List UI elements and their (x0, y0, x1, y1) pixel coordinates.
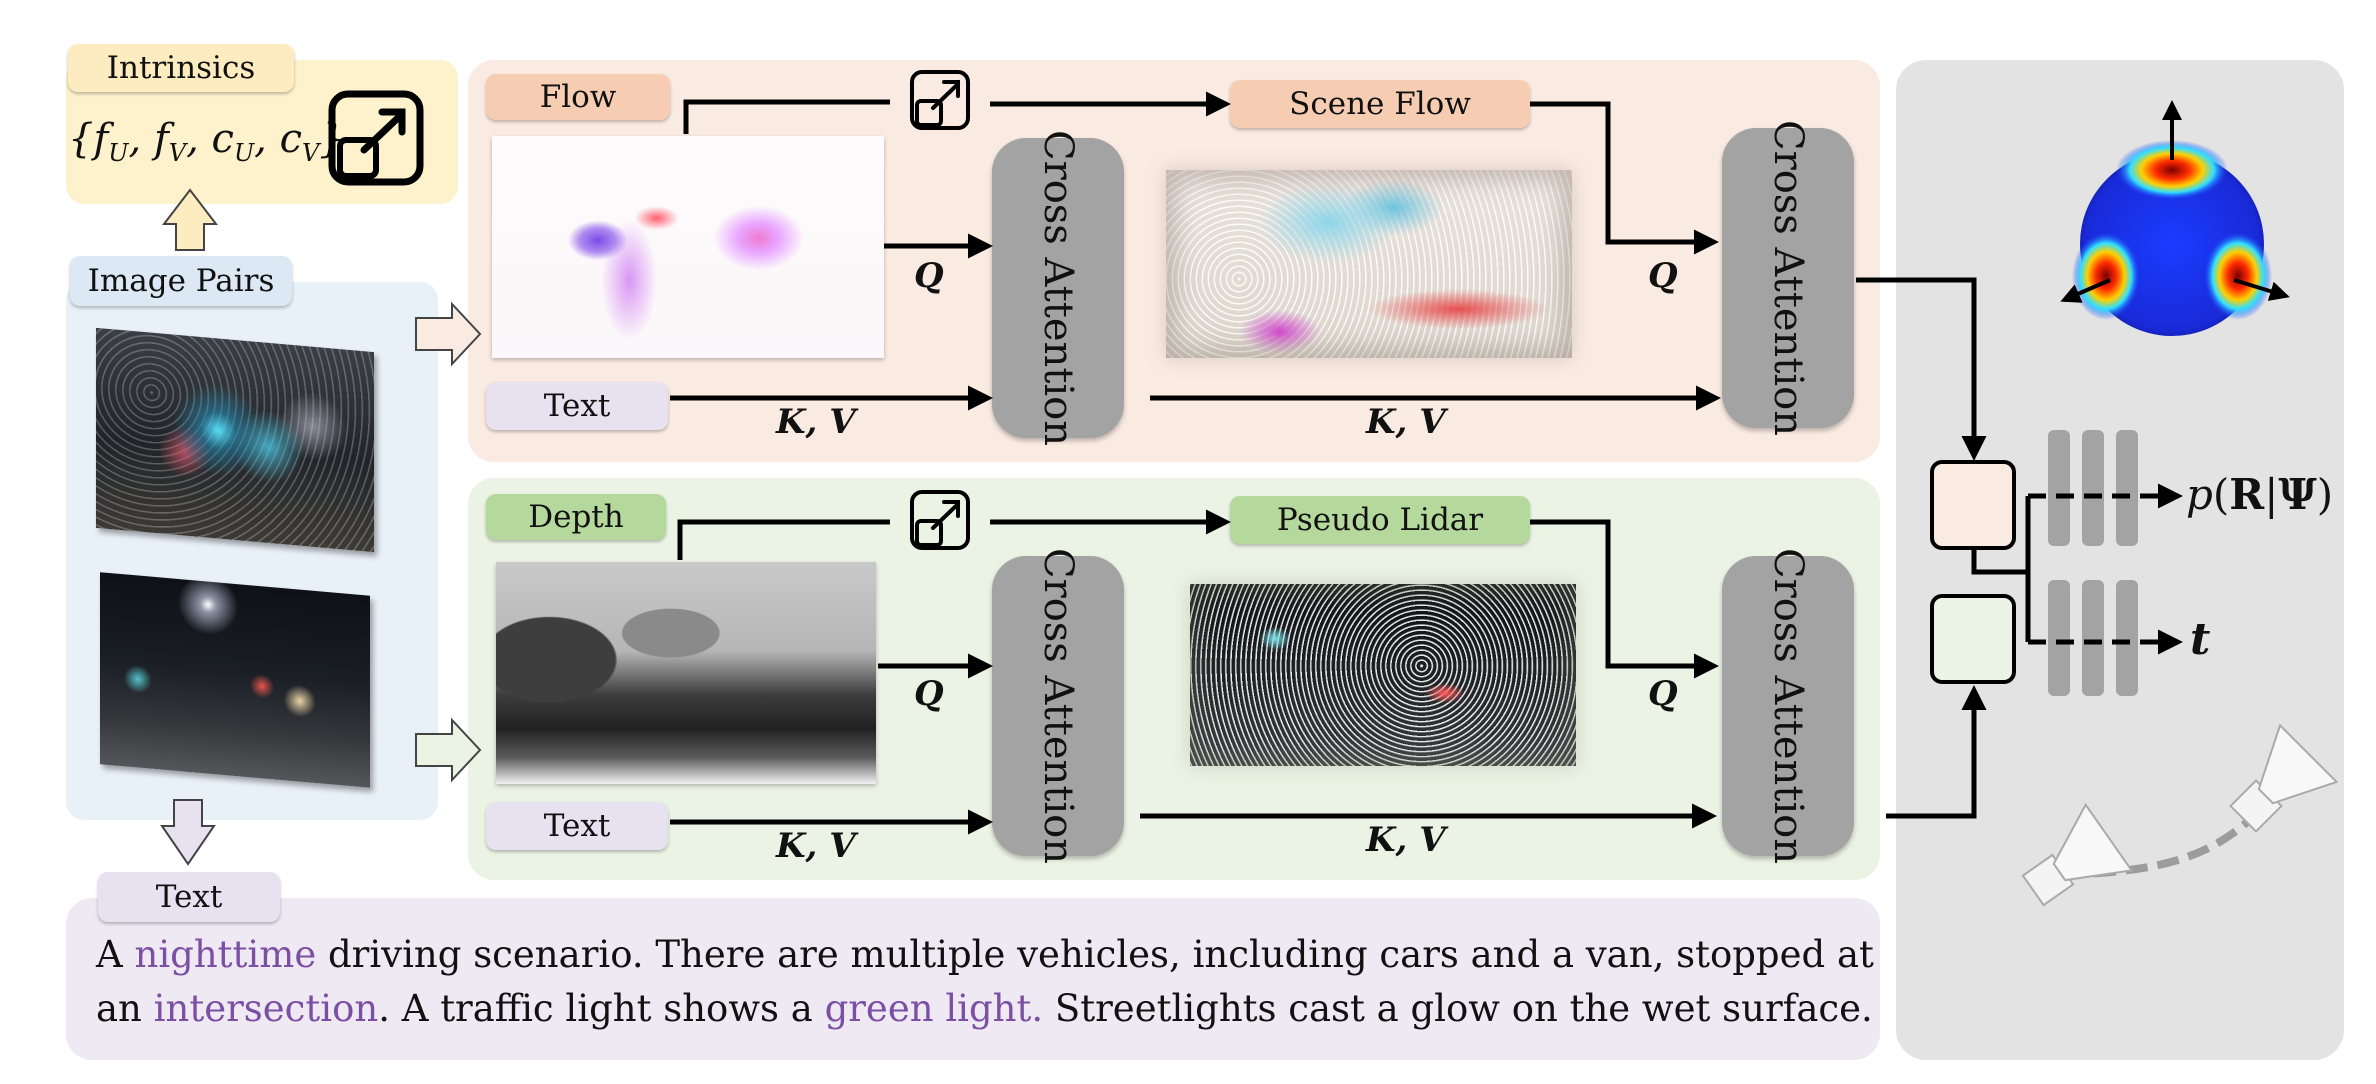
intrinsics-transform-icon (328, 90, 424, 186)
caption-highlight: nighttime (134, 933, 317, 976)
formula-sep: , (254, 116, 280, 162)
rot-psi: Ψ (2278, 470, 2317, 519)
depth-kv-label-1: K, V (776, 826, 856, 866)
formula-c: c (211, 116, 234, 162)
formula-f: f (153, 116, 169, 162)
formula-sep: , (128, 116, 154, 162)
text-label-bottom: Text (98, 872, 280, 922)
caption-segment: . A traffic light shows a (378, 987, 825, 1030)
flow-input-label: Flow (486, 74, 670, 120)
depth-text-label: Text (486, 802, 668, 850)
formula-sub: U (233, 139, 255, 167)
formula-sub: V (168, 139, 187, 167)
rotation-output-label: p(R|Ψ) (2186, 470, 2333, 519)
translation-output-label: t (2190, 614, 2211, 665)
rot-R: R (2229, 470, 2265, 519)
flow-q-label-2: Q (1648, 256, 1678, 296)
optical-flow-image (492, 136, 884, 358)
image-pairs-label: Image Pairs (70, 256, 292, 306)
formula-sep: , (186, 116, 212, 162)
rot-p: p (2186, 470, 2213, 519)
depth-feature-box (1930, 594, 2016, 684)
pseudo-lidar-pointcloud (1190, 584, 1576, 766)
flow-feature-box (1930, 460, 2016, 550)
caption-segment: A (96, 933, 135, 976)
flow-kv-label-1: K, V (776, 402, 856, 442)
depth-cross-attention-1: Cross Attention (992, 548, 1124, 864)
pseudo-lidar-label: Pseudo Lidar (1230, 496, 1530, 544)
flow-cross-attention-1: Cross Attention (992, 130, 1124, 446)
camera-trajectory-icon (2021, 723, 2339, 907)
formula-sub: V (302, 139, 320, 167)
scene-caption: A nighttime driving scenario. There are … (96, 928, 1876, 1036)
flow-cross-attention-2: Cross Attention (1722, 120, 1854, 436)
right-hollow-arrow-flow (415, 301, 482, 367)
depth-image (496, 562, 876, 784)
formula-c: c (279, 116, 303, 162)
scene-flow-pointcloud (1166, 170, 1572, 358)
formula-sub: U (108, 139, 129, 167)
formula-brace-open: { (68, 116, 94, 162)
formula-f: f (93, 116, 109, 162)
depth-input-label: Depth (486, 494, 666, 540)
depth-q-label-2: Q (1648, 674, 1678, 714)
caption-segment: driving scenario. There are multiple veh… (96, 933, 1874, 1030)
caption-panel (66, 898, 1880, 1060)
down-hollow-arrow (160, 799, 216, 866)
rot-close: ) (2316, 470, 2334, 519)
rot-open: ( (2212, 470, 2230, 519)
up-hollow-arrow (161, 188, 219, 251)
depth-kv-label-2: K, V (1366, 820, 1446, 860)
intrinsics-label: Intrinsics (68, 44, 294, 92)
caption-segment: Streetlights cast a glow on the wet surf… (1043, 987, 1873, 1030)
rotation-sphere-icon (2060, 100, 2290, 336)
depth-cross-attention-2: Cross Attention (1722, 548, 1854, 864)
depth-transform-icon (910, 490, 970, 550)
flow-kv-label-2: K, V (1366, 402, 1446, 442)
flow-transform-icon (910, 70, 970, 130)
flow-q-label-1: Q (914, 256, 944, 296)
caption-highlight: green light. (824, 987, 1044, 1030)
translation-head-bars (2048, 580, 2138, 696)
caption-highlight: intersection (153, 987, 379, 1030)
rotation-head-bars (2048, 430, 2138, 546)
depth-q-label-1: Q (914, 674, 944, 714)
scene-flow-label: Scene Flow (1230, 80, 1530, 128)
flow-text-label: Text (486, 382, 668, 430)
right-hollow-arrow-depth (415, 717, 482, 783)
rot-bar: | (2264, 470, 2279, 519)
